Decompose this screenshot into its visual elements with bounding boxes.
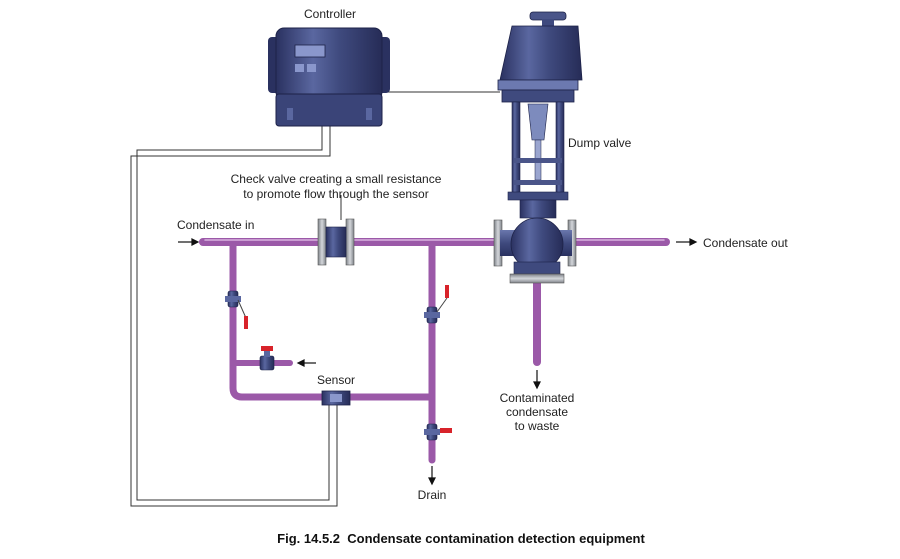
figure-caption: Fig. 14.5.2 Condensate contamination det… [277, 531, 645, 546]
condensate-in-label: Condensate in [177, 218, 254, 232]
dump-valve-actuator [497, 11, 583, 219]
isolation-valve-right [424, 285, 449, 324]
controller-unit [268, 27, 390, 127]
dump-valve-body [493, 217, 577, 284]
condensate-out-label: Condensate out [703, 236, 788, 250]
signal-wiring [130, 91, 500, 507]
contaminated-label-line3: to waste [515, 419, 560, 433]
isolation-valve-sampling [259, 346, 275, 371]
sensor-feed-pipe [229, 242, 436, 401]
flow-arrows [178, 238, 698, 486]
check-valve [317, 195, 355, 266]
controller-button [295, 64, 304, 72]
controller-label: Controller [304, 7, 356, 21]
isolation-valve-left [225, 290, 248, 329]
sensor [321, 390, 351, 406]
contaminated-label-line2: condensate [506, 405, 568, 419]
drain-valve [424, 423, 452, 441]
dump-valve-label: Dump valve [568, 136, 632, 150]
controller-button [307, 64, 316, 72]
sensor-label: Sensor [317, 373, 355, 387]
contaminated-label-line1: Contaminated [500, 391, 575, 405]
check-valve-label-line2: to promote flow through the sensor [243, 187, 428, 201]
drain-label: Drain [418, 488, 447, 502]
check-valve-label-line1: Check valve creating a small resistance [231, 172, 442, 186]
controller-display [294, 44, 326, 58]
